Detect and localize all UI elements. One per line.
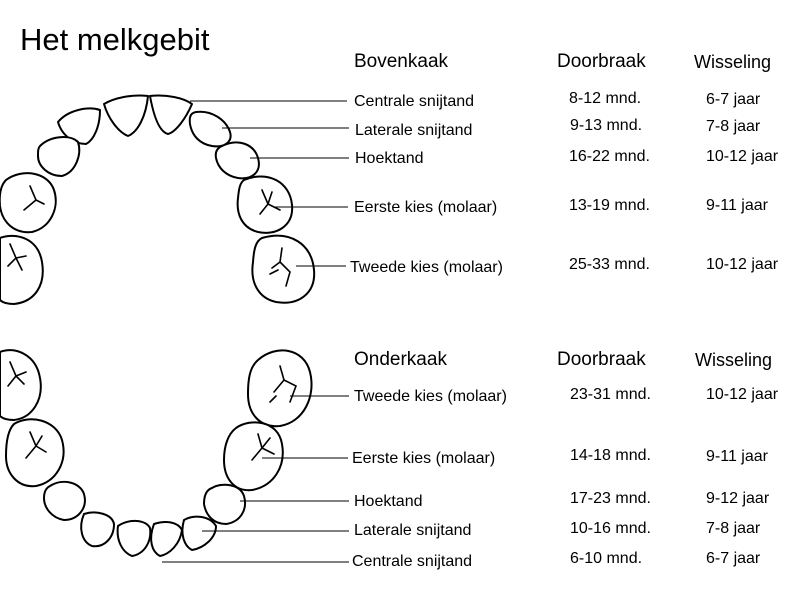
- lower-tooth-shed-5: 6-7 jaar: [706, 550, 761, 567]
- lower-tooth-erupt-4: 10-16 mnd.: [570, 520, 651, 537]
- upper-tooth-erupt-5: 25-33 mnd.: [569, 256, 650, 273]
- upper-tooth-name-2: Laterale snijtand: [355, 122, 473, 139]
- upper-shed-header: Wisseling: [694, 52, 772, 72]
- upper-tooth-erupt-3: 16-22 mnd.: [569, 148, 650, 165]
- upper-tooth-shed-2: 7-8 jaar: [706, 118, 761, 135]
- lower-tooth-erupt-2: 14-18 mnd.: [570, 447, 651, 464]
- lower-left-first-molar: [5, 418, 65, 488]
- lower-left-central-incisor: [116, 520, 152, 557]
- lower-tooth-shed-1: 10-12 jaar: [706, 386, 779, 403]
- lower-jaw-header: Onderkaak: [354, 349, 447, 370]
- lower-tooth-erupt-1: 23-31 mnd.: [570, 386, 651, 403]
- upper-tooth-shed-1: 6-7 jaar: [706, 91, 761, 108]
- upper-tooth-shed-3: 10-12 jaar: [706, 148, 779, 165]
- lower-tooth-erupt-5: 6-10 mnd.: [570, 550, 643, 567]
- lower-right-central-incisor: [150, 521, 183, 557]
- upper-tooth-erupt-1: 8-12 mnd.: [569, 90, 642, 107]
- leader-lines: [162, 100, 349, 563]
- page-title: Het melkgebit: [20, 22, 210, 57]
- upper-right-lateral-incisor: [188, 110, 232, 148]
- lower-tooth-name-3: Hoektand: [354, 493, 423, 510]
- lower-tooth-name-5: Centrale snijtand: [352, 553, 473, 570]
- lower-tooth-name-1: Tweede kies (molaar): [354, 388, 507, 405]
- lower-left-lateral-incisor: [80, 511, 115, 548]
- upper-tooth-erupt-4: 13-19 mnd.: [569, 197, 650, 214]
- upper-left-central-incisor: [103, 94, 149, 137]
- upper-jaw-header: Bovenkaak: [354, 51, 449, 72]
- lower-tooth-erupt-3: 17-23 mnd.: [570, 490, 651, 507]
- upper-tooth-shed-5: 10-12 jaar: [706, 256, 779, 273]
- lower-tooth-shed-3: 9-12 jaar: [706, 490, 770, 507]
- lower-right-first-molar: [223, 421, 284, 492]
- lower-tooth-name-4: Laterale snijtand: [354, 522, 472, 539]
- upper-tooth-shed-4: 9-11 jaar: [706, 197, 768, 214]
- upper-tooth-erupt-2: 9-13 mnd.: [570, 117, 643, 134]
- lower-right-second-molar: [247, 349, 313, 428]
- upper-right-second-molar: [251, 234, 316, 304]
- upper-tooth-name-3: Hoektand: [355, 150, 424, 167]
- lower-tooth-shed-2: 9-11 jaar: [706, 448, 768, 465]
- lower-right-lateral-incisor: [181, 515, 217, 551]
- lower-jaw-teeth: [0, 349, 313, 557]
- upper-right-first-molar: [236, 175, 294, 234]
- lower-shed-header: Wisseling: [695, 350, 773, 370]
- upper-tooth-name-1: Centrale snijtand: [354, 93, 475, 110]
- lower-right-canine: [203, 483, 246, 525]
- lower-left-canine: [43, 480, 86, 521]
- upper-tooth-name-4: Eerste kies (molaar): [354, 199, 498, 216]
- upper-tooth-name-5: Tweede kies (molaar): [350, 259, 503, 276]
- upper-left-canine: [37, 136, 81, 177]
- upper-right-canine: [214, 141, 260, 180]
- lower-left-second-molar: [0, 349, 42, 421]
- lower-tooth-shed-4: 7-8 jaar: [706, 520, 761, 537]
- upper-right-central-incisor: [149, 94, 193, 135]
- upper-erupt-header: Doorbraak: [557, 51, 646, 72]
- upper-jaw-teeth: [0, 94, 316, 305]
- upper-left-first-molar: [0, 172, 57, 234]
- lower-erupt-header: Doorbraak: [557, 349, 646, 370]
- lower-tooth-name-2: Eerste kies (molaar): [352, 450, 496, 467]
